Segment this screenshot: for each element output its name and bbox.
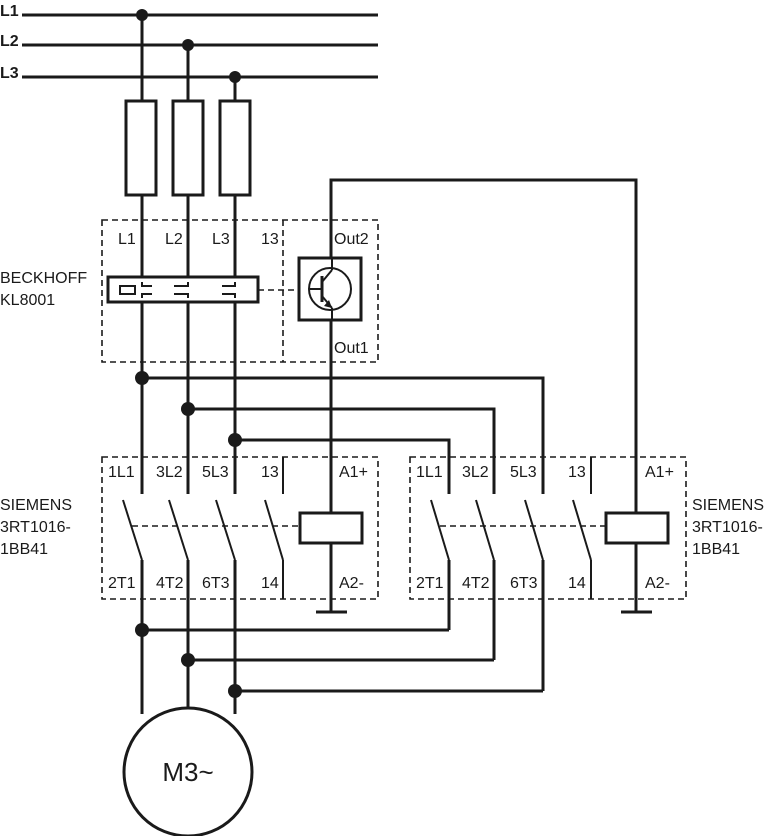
left-main-contact-1: [122, 499, 143, 561]
contactor-leads: [447, 560, 545, 691]
overload-contact-l2: [174, 282, 189, 298]
beckhoff-out1-label: Out1: [334, 340, 369, 357]
right-contactor-model-1: 3RT1016-: [692, 519, 763, 536]
left-contactor-model-2: 1BB41: [0, 541, 48, 558]
left-contactor-terminal-13: 13: [261, 464, 279, 481]
right-contactor-model-2: 1BB41: [692, 541, 740, 558]
label-l1: L1: [0, 3, 19, 20]
overload-bimetal-l1: [119, 285, 136, 295]
junction-dot-out-l3: [228, 684, 242, 698]
right-contactor-terminal-13: 13: [568, 464, 586, 481]
right-contactor-terminal-14: 14: [568, 575, 586, 592]
right-coil: [604, 511, 670, 545]
fuses: [124, 99, 252, 197]
right-contactor-terminal-3l2: 3L2: [462, 464, 489, 481]
left-main-contact-2: [168, 499, 189, 561]
beckhoff-terminal-l3: L3: [212, 231, 230, 248]
left-aux-contact: [264, 499, 284, 561]
beckhoff-out2-label: Out2: [334, 231, 369, 248]
control-wiring: [329, 178, 638, 513]
motor-label: M3~: [162, 757, 213, 787]
left-contactor-brand: SIEMENS: [0, 497, 72, 514]
overload-contact-l1: [141, 282, 152, 298]
left-contactor-terminal-4t2: 4T2: [156, 575, 184, 592]
left-contactor-model-1: 3RT1016-: [0, 519, 71, 536]
right-aux-contact: [572, 499, 592, 561]
right-contactor-terminal-a2: A2-: [645, 575, 670, 592]
right-main-contact-2: [475, 499, 495, 561]
overload-contact-l3: [222, 282, 236, 298]
wire-l2-to-right-3l2: [188, 407, 496, 494]
fuse-l2: [171, 99, 205, 197]
junction-dot-in-l3: [228, 433, 242, 447]
wire-l3-to-right-1l1: [235, 438, 451, 494]
junction-dot-in-l2: [181, 402, 195, 416]
left-contactor-terminal-3l2: 3L2: [156, 464, 183, 481]
left-coil: [298, 511, 364, 545]
label-l2: L2: [0, 33, 19, 50]
fuse-l1: [124, 99, 158, 197]
right-contactor-terminal-6t3: 6T3: [510, 575, 538, 592]
left-contactor-terminal-5l3: 5L3: [202, 464, 229, 481]
beckhoff-model: KL8001: [0, 292, 55, 309]
right-main-contact-3: [524, 499, 544, 561]
left-contactor-dashed-box: [101, 456, 379, 600]
right-contactor-terminal-a1: A1+: [645, 464, 674, 481]
right-contactor-brand: SIEMENS: [692, 497, 764, 514]
right-contactor-terminal-1l1: 1L1: [416, 464, 443, 481]
motor: M3~: [122, 706, 254, 836]
junction-dot-in-l1: [135, 371, 149, 385]
motor-circle: [122, 706, 254, 836]
label-l3: L3: [0, 65, 19, 82]
beckhoff-terminal-l2: L2: [165, 231, 183, 248]
left-contactor-terminal-a2: A2-: [339, 575, 364, 592]
left-contactor-terminal-1l1: 1L1: [108, 464, 135, 481]
left-contactor-terminal-14: 14: [261, 575, 279, 592]
right-contactor-terminal-4t2: 4T2: [462, 575, 490, 592]
right-main-contact-1: [430, 499, 450, 561]
phase-conductors: [140, 15, 237, 714]
left-main-contact-3: [215, 499, 236, 561]
left-contactor-terminal-6t3: 6T3: [202, 575, 230, 592]
fuse-l3: [218, 99, 252, 197]
wire-out2-to-right-coil: [329, 178, 638, 513]
input-cross-wiring: [135, 371, 545, 494]
beckhoff-dashed-box: [101, 219, 379, 363]
right-contactor-dashed-box: [409, 456, 687, 600]
right-contactor-terminal-2t1: 2T1: [416, 575, 444, 592]
left-contactor: 1L1 3L2 5L3 13 A1+ 2T1 4T2 6T3 14 A2- SI…: [0, 456, 379, 614]
beckhoff-terminal-l1: L1: [118, 231, 136, 248]
supply-lines: L1 L2 L3: [0, 3, 378, 83]
junction-dot-out-l1: [135, 623, 149, 637]
junction-dot-out-l2: [181, 653, 195, 667]
output-cross-wiring: [135, 623, 543, 698]
right-contactor-terminal-5l3: 5L3: [510, 464, 537, 481]
overload-element: [106, 275, 260, 304]
wire-l1-to-right-5l3: [142, 376, 545, 494]
transistor-icon: [308, 258, 352, 320]
beckhoff-terminal-13: 13: [261, 231, 279, 248]
beckhoff-name: BECKHOFF: [0, 270, 87, 287]
left-contactor-terminal-a1: A1+: [339, 464, 368, 481]
right-contactor: 1L1 3L2 5L3 13 A1+ 2T1 4T2 6T3 14 A2- SI…: [409, 456, 764, 614]
beckhoff-module: L1 L2 L3 13 Out2 Out1 BECKHOFF KL8001: [0, 219, 379, 363]
left-contactor-terminal-2t1: 2T1: [108, 575, 136, 592]
